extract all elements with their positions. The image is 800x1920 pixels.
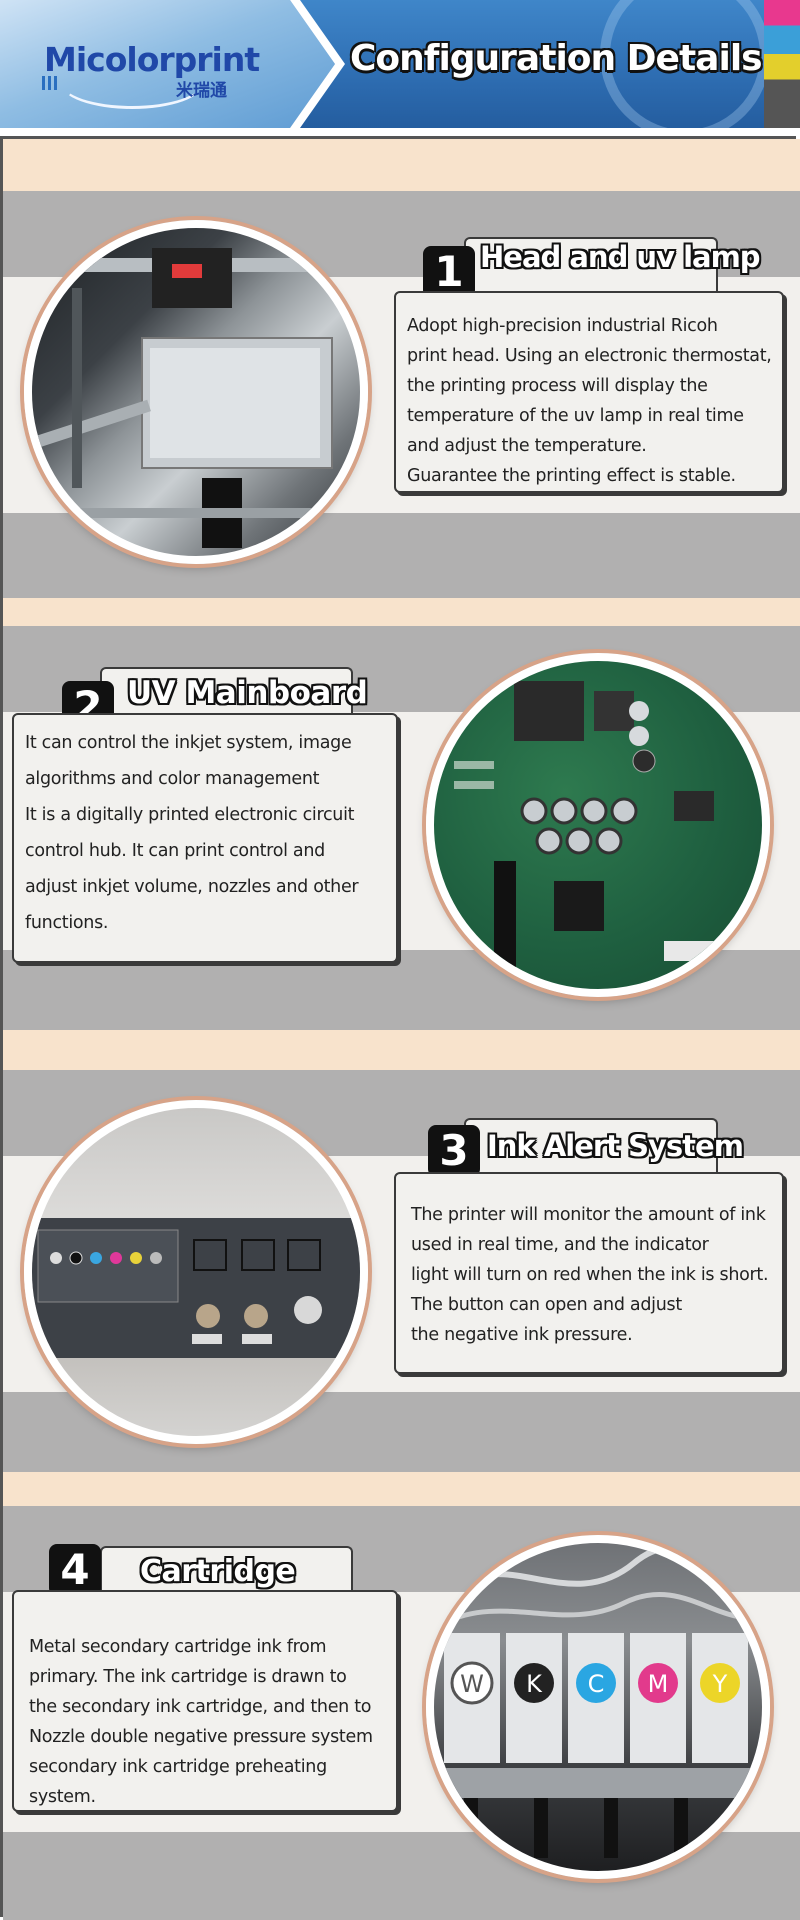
- cmyk-color-bar: [764, 0, 800, 128]
- feature-3-title: Ink Alert System: [487, 1129, 744, 1163]
- feature-4-description: Metal secondary cartridge ink from prima…: [29, 1637, 373, 1807]
- feature-2-title-tab: [100, 667, 353, 719]
- ink-cartridges-illustration: W K C M Y: [434, 1544, 762, 1858]
- section-1-top-band: [3, 139, 800, 191]
- feature-3-description: The printer will monitor the amount of i…: [411, 1205, 769, 1345]
- logo-bars-icon: [42, 76, 60, 90]
- ink-control-panel-illustration: [32, 1218, 360, 1358]
- feature-1-title: Head and uv lamp: [480, 240, 761, 274]
- mainboard-illustration: [454, 681, 734, 971]
- feature-1-title-tab: [464, 237, 718, 293]
- feature-4-title-tab: [100, 1546, 353, 1592]
- feature-3-photo: [24, 1100, 368, 1444]
- feature-4-title: Cartridge: [140, 1554, 296, 1589]
- feature-1-description-box: Adopt high-precision industrial Ricoh pr…: [394, 291, 784, 493]
- section-3-top-band: [3, 1030, 800, 1070]
- feature-2-photo: [426, 653, 770, 997]
- page-header: Micolorprint 米瑞通 Configuration Details: [0, 0, 800, 128]
- feature-1-number-badge: 1: [423, 246, 475, 298]
- print-head-illustration: [32, 248, 360, 548]
- cartridge-letter-k: K: [526, 1670, 543, 1698]
- feature-4-photo: W K C M Y: [426, 1535, 770, 1879]
- feature-4-description-box: Metal secondary cartridge ink from prima…: [12, 1590, 398, 1812]
- cartridge-letter-w: W: [460, 1670, 484, 1698]
- section-2-top-band: [3, 598, 800, 626]
- cartridge-letter-c: C: [588, 1670, 605, 1698]
- cartridge-letter-m: M: [648, 1670, 669, 1698]
- feature-2-title: UV Mainboard: [127, 675, 368, 711]
- feature-3-title-tab: [464, 1118, 718, 1174]
- feature-3-number-badge: 3: [428, 1125, 480, 1177]
- logo-swoosh: [60, 56, 204, 109]
- feature-2-description: It can control the inkjet system, image …: [25, 733, 359, 933]
- brand-logo-cn: 米瑞通: [176, 81, 227, 101]
- brand-logo: Micolorprint: [44, 40, 260, 79]
- feature-4-number-badge: 4: [49, 1544, 101, 1596]
- header-gap: [0, 128, 800, 136]
- feature-1-description: Adopt high-precision industrial Ricoh pr…: [407, 316, 772, 486]
- feature-1-photo: [24, 220, 368, 564]
- cartridge-letter-y: Y: [712, 1670, 728, 1698]
- section-4-top-band: [3, 1472, 800, 1506]
- feature-2-description-box: It can control the inkjet system, image …: [12, 713, 398, 963]
- page-title: Configuration Details: [350, 38, 763, 79]
- feature-3-description-box: The printer will monitor the amount of i…: [394, 1172, 784, 1374]
